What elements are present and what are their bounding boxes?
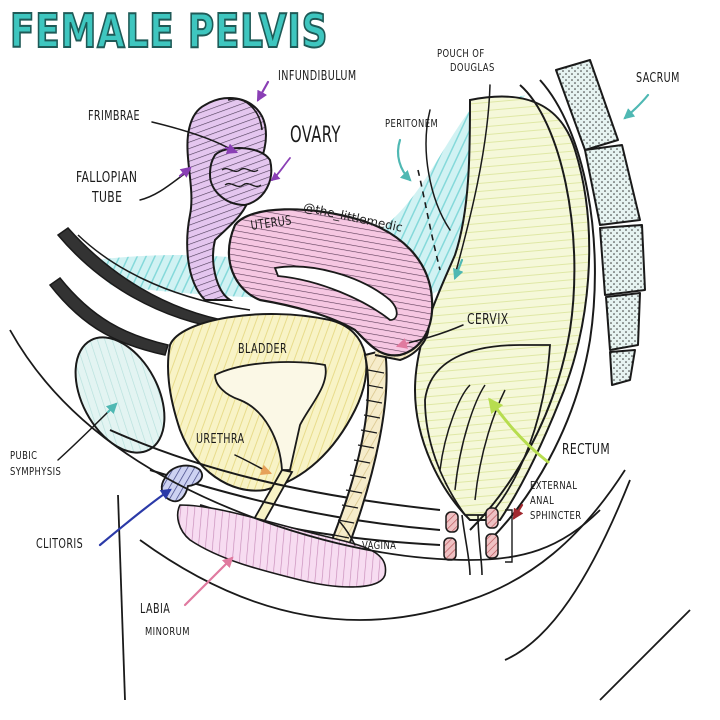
rectum-folds [439,384,506,501]
label-frimbrae: FRIMBRAE [88,109,140,124]
sacral-curve-2 [489,79,596,541]
external-anal-sphincter-arrow [512,503,524,520]
clitoris [160,464,203,503]
perineal-skin [139,469,626,621]
rectum-arrow [488,397,550,464]
label-douglas: DOUGLAS [450,61,495,74]
peritonem-arrow [396,138,412,182]
bladder-lumen [214,361,327,471]
label-sacrum: SACRUM [636,71,680,86]
vaginal-rugae [333,369,385,539]
body-outline-1 [9,329,601,561]
label-pubic: PUBIC [10,449,38,462]
pubic-arrowhead [105,402,118,415]
perineal-line-1 [109,429,441,511]
sacrum-vertebrae [555,59,646,386]
label-vagina: VAGINA [362,539,397,552]
pouch-arrowhead [453,258,464,281]
label-infundibulum: INFUNDIBULUM [278,69,357,84]
label-clitoris: CLITORIS [36,537,84,552]
labia-minorum [176,504,387,588]
label-tube: TUBE [92,188,123,206]
fallopian-arrowhead [178,166,192,178]
sacrum-arrow [623,93,650,120]
pelvic-wall [48,276,169,356]
label-cervix: CERVIX [467,310,509,328]
peritoneum-region [95,95,525,300]
ovary-follicles [221,167,262,188]
label-symphysis: SYMPHYSIS [10,465,62,478]
clitoris-arrow [98,488,172,547]
label-bladder: BLADDER [238,342,288,357]
buttock-curve-2 [599,609,691,701]
label-rectum: RECTUM [562,440,611,458]
label-urethra: URETHRA [196,432,245,447]
label-pouch-of: POUCH OF [437,47,485,60]
infundibulum-bracket [227,98,263,131]
label-sphincter: SPHINCTER [530,509,582,522]
buttock-curve [504,479,631,661]
peritoneum-dashed-line [417,169,441,271]
cervix-arrowhead [395,338,410,349]
label-fallopian: FALLOPIAN [76,168,138,186]
ovary [208,147,273,207]
label-labia: LABIA [140,602,171,617]
pouch-of-douglas-line [454,84,491,276]
urethra-arrowhead [259,464,273,476]
label-ovary: OVARY [290,123,341,148]
frimbrae-arrowhead [224,143,239,154]
label-minorum: MINORUM [145,625,190,638]
labia-arrow [183,556,234,607]
douglas-curve [425,109,451,231]
infundibulum-arrow [256,80,270,102]
label-external: EXTERNAL [530,479,578,492]
vagina-line [339,521,356,546]
page-title: FEMALE PELVIS [9,3,329,59]
ovary-arrow [270,157,291,182]
wall-line [77,234,251,311]
sacral-curve [469,84,576,531]
label-anal: ANAL [530,494,555,507]
uterine-cavity [273,265,398,321]
pubic-symphysis [74,336,166,454]
label-peritonem: PERITONEM [385,117,439,130]
